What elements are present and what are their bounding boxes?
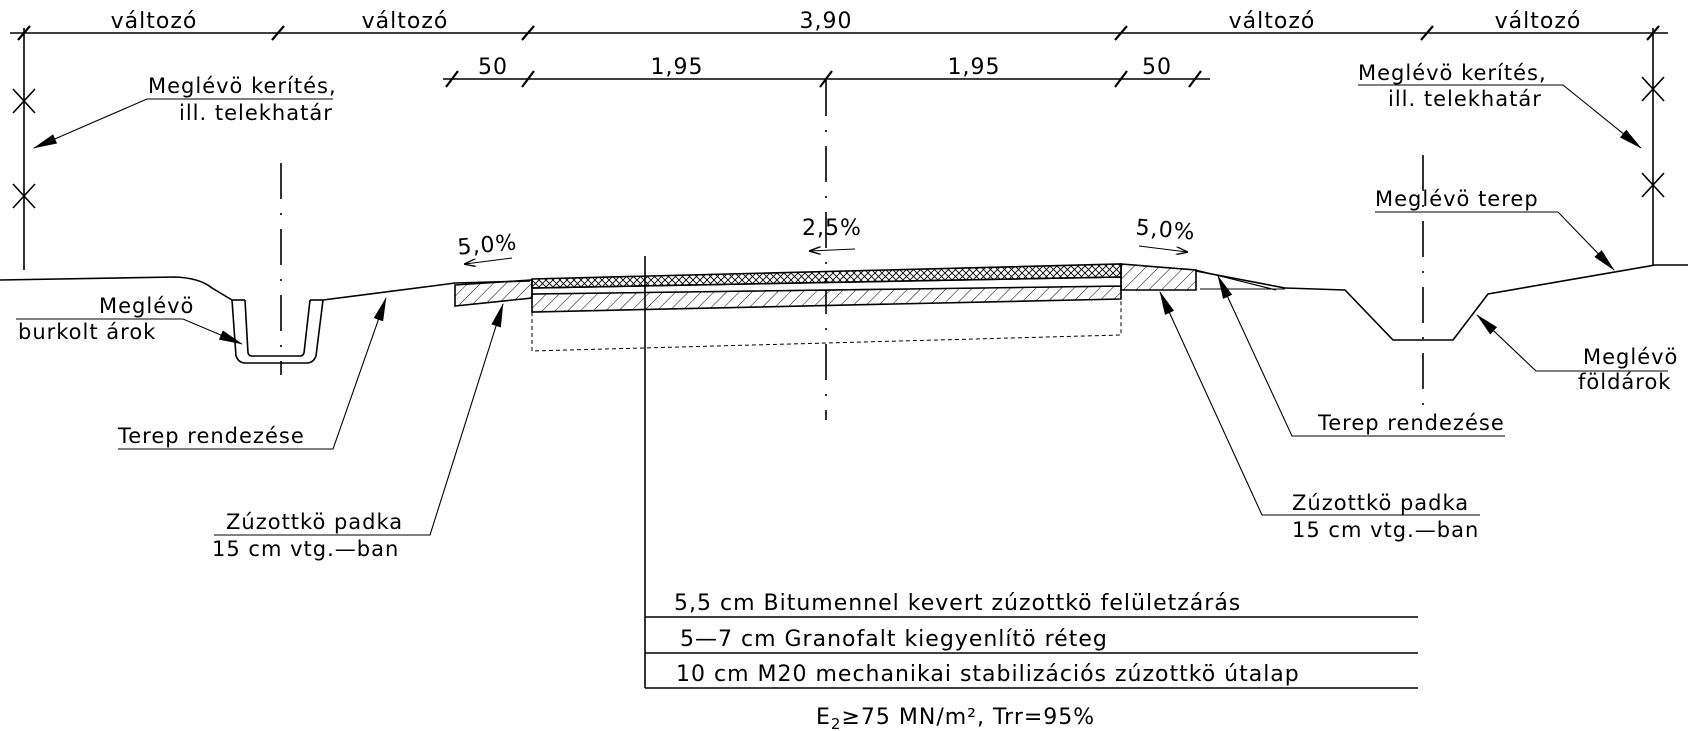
label-shoulder-left-2: 15 cm vtg.—ban — [212, 537, 399, 561]
layer-3-text: 10 cm M20 mechanikai stabilizációs zúzot… — [676, 662, 1300, 687]
layer-1-text: 5,5 cm Bitumennel kevert zúzottkö felüle… — [674, 591, 1241, 616]
dim-sub-1: 50 — [478, 55, 508, 80]
slope-center-arrow — [810, 249, 856, 251]
paved-ditch — [231, 299, 324, 364]
dim-top-5: változó — [1495, 9, 1582, 34]
label-earth-ditch-1: Meglévö — [1583, 345, 1678, 369]
fence-left — [12, 28, 36, 270]
dim-top-4: változó — [1229, 9, 1316, 34]
slope-left-label: 5,0% — [457, 230, 519, 260]
existing-ground-left — [0, 276, 233, 301]
label-shoulder-left-1: Zúzottkö padka — [226, 510, 403, 534]
label-leaders — [16, 84, 1668, 536]
label-shoulder-right-2: 15 cm vtg.—ban — [1292, 518, 1479, 542]
pavement-structure — [454, 263, 1285, 352]
dim-top-2: változó — [362, 9, 449, 34]
label-shoulder-right-1: Zúzottkö padka — [1292, 491, 1469, 515]
slope-right-label: 5,0% — [1135, 215, 1197, 245]
dim-sub-3: 1,95 — [948, 55, 1001, 80]
dim-top-3: 3,90 — [800, 9, 853, 34]
slope-right-arrow — [1138, 245, 1187, 252]
label-fence-left-2: ill. telekhatár — [179, 101, 333, 125]
label-existing-terrain: Meglévö terep — [1375, 187, 1539, 211]
slope-left-arrow — [465, 257, 513, 264]
fence-right — [1641, 28, 1665, 265]
dim-sub-4: 50 — [1142, 55, 1172, 80]
label-paved-ditch-1: Meglévö — [99, 294, 194, 318]
label-fence-right-1: Meglévö kerítés, — [1358, 61, 1547, 85]
label-fence-left-1: Meglévö kerítés, — [148, 74, 337, 98]
layer-table-lines — [644, 256, 1418, 689]
dim-sub-2: 1,95 — [651, 55, 704, 80]
existing-ground-right — [1284, 264, 1688, 341]
slope-center-label: 2,5% — [802, 216, 862, 241]
layer-2-text: 5—7 cm Granofalt kiegyenlítö réteg — [680, 627, 1108, 652]
label-earth-ditch-2: földárok — [1578, 370, 1671, 394]
dim-top-1: változó — [111, 9, 198, 34]
label-terrain-left: Terep rendezése — [117, 424, 305, 448]
label-terrain-right: Terep rendezése — [1317, 411, 1505, 435]
label-paved-ditch-2: burkolt árok — [18, 320, 156, 344]
label-fence-right-2: ill. telekhatár — [1388, 87, 1542, 111]
modulus-text: E2≥75 MN/m², Trr=95% — [816, 705, 1095, 731]
